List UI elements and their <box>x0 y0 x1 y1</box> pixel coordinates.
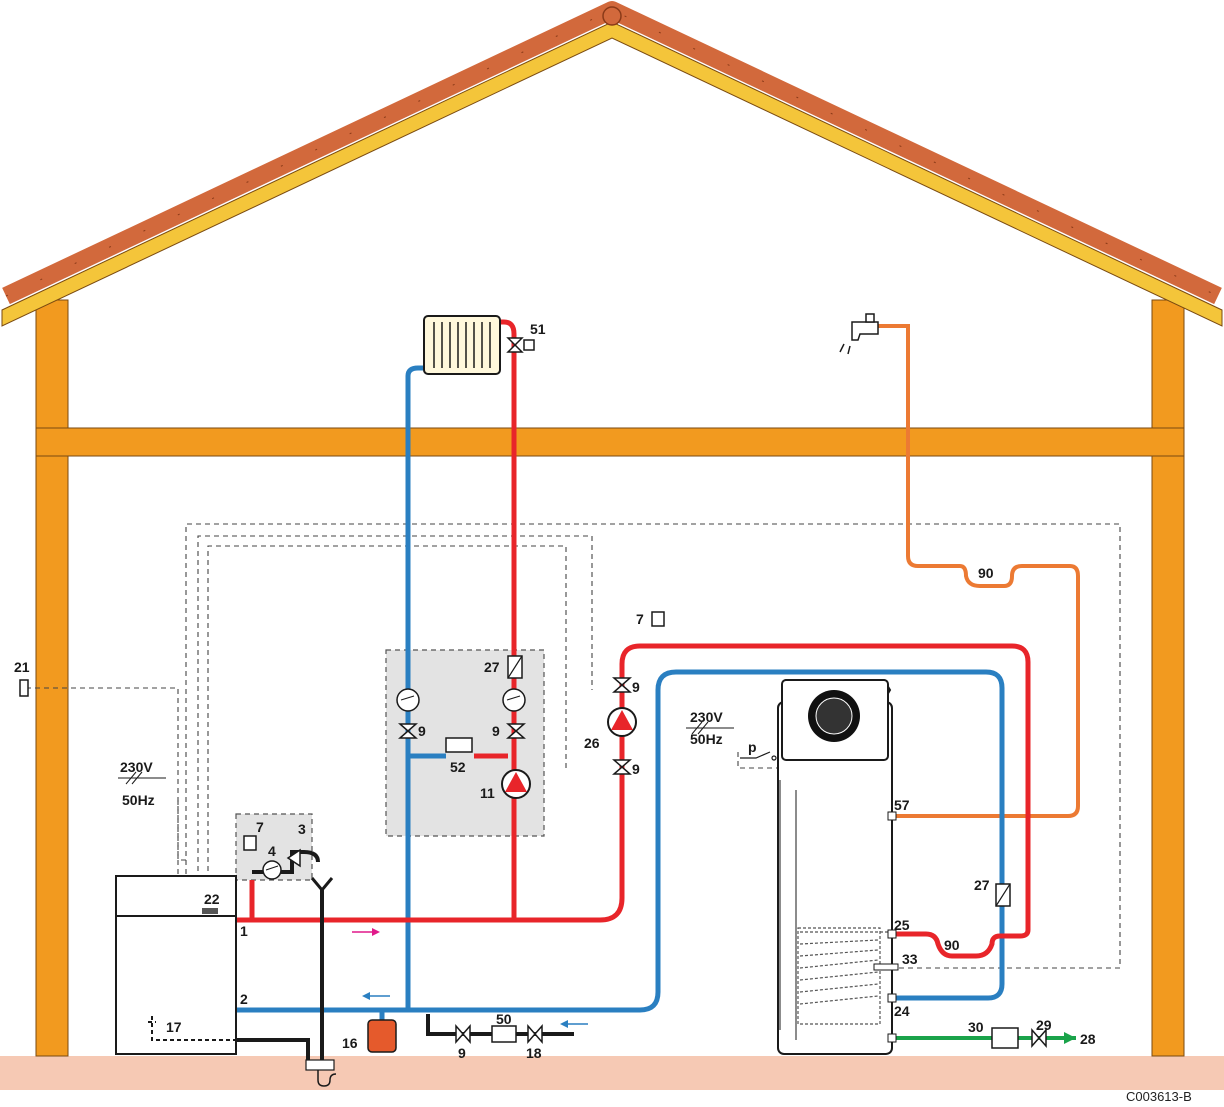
dhw-cylinder <box>777 679 899 1055</box>
thermometer-left <box>396 688 420 712</box>
dhw-pipe <box>878 324 1080 818</box>
label-1: 1 <box>240 923 248 939</box>
heat-exchanger-coil <box>797 927 890 1025</box>
label-26: 26 <box>584 735 600 751</box>
valve-9-left <box>398 723 418 739</box>
port-25 <box>887 929 897 939</box>
component-labels: 230V 50Hz 230V 50Hz p 1 2 3 4 7 7 9 9 9 … <box>14 321 1192 1104</box>
pressure-switch <box>740 751 777 761</box>
label-16: 16 <box>342 1035 358 1051</box>
valve-9-inlet <box>455 1024 471 1044</box>
boiler-control-panel <box>202 908 218 914</box>
label-3: 3 <box>298 821 306 837</box>
label-27-module: 27 <box>484 659 500 675</box>
power-symbol-left <box>118 771 166 785</box>
tundish-funnel <box>310 877 334 893</box>
valve-9-top <box>612 677 632 693</box>
outdoor-sensor-21 <box>19 679 29 697</box>
label-p: p <box>748 739 757 755</box>
pump-26 <box>607 707 637 737</box>
siphon-trap <box>317 1070 337 1087</box>
drain-valve-17 <box>148 1016 236 1041</box>
house-frame <box>35 299 1185 1057</box>
valve-18 <box>527 1024 543 1044</box>
label-33: 33 <box>902 951 918 967</box>
port-57 <box>887 811 897 821</box>
valve-9-right <box>506 723 526 739</box>
label-9-inlet: 9 <box>458 1045 466 1061</box>
air-vent-7-top <box>651 611 665 627</box>
figure-reference: C003613-B <box>1126 1089 1192 1104</box>
label-24: 24 <box>894 1003 910 1019</box>
label-7-top: 7 <box>636 611 644 627</box>
label-18: 18 <box>526 1045 542 1061</box>
valve-51 <box>506 337 524 353</box>
valve-51-head <box>523 339 535 351</box>
label-51: 51 <box>530 321 546 337</box>
port-33 <box>873 963 899 971</box>
bypass-valve-52 <box>445 737 473 753</box>
label-90-dhw: 90 <box>978 565 994 581</box>
tap-icon <box>839 313 879 355</box>
label-9-left: 9 <box>418 723 426 739</box>
label-29: 29 <box>1036 1017 1052 1033</box>
valve-9-bottom <box>612 759 632 775</box>
label-30: 30 <box>968 1019 984 1035</box>
label-11: 11 <box>480 785 495 801</box>
label-25: 25 <box>894 917 910 933</box>
flow-arrows <box>352 928 588 1028</box>
control-wiring <box>26 523 1121 969</box>
label-52: 52 <box>450 759 466 775</box>
label-28: 28 <box>1080 1031 1096 1047</box>
safety-valve-3 <box>286 848 301 868</box>
port-24 <box>887 993 897 1003</box>
label-4: 4 <box>268 843 276 859</box>
label-power-left-v: 230V <box>120 759 153 775</box>
label-power-left-hz: 50Hz <box>122 792 155 808</box>
radiator <box>423 315 501 375</box>
pump-11 <box>501 769 531 799</box>
label-17: 17 <box>166 1019 182 1035</box>
label-50: 50 <box>496 1011 512 1027</box>
port-cold-in <box>887 1033 897 1043</box>
label-9-right: 9 <box>492 723 500 739</box>
return-pipes <box>236 365 1005 1022</box>
thermometer-right <box>502 688 526 712</box>
label-9-top: 9 <box>632 679 640 695</box>
label-power-right-v: 230V <box>690 709 723 725</box>
label-22: 22 <box>204 891 220 907</box>
label-21: 21 <box>14 659 30 675</box>
power-symbol-right <box>686 721 734 735</box>
label-57: 57 <box>894 797 910 813</box>
expansion-vessel-16 <box>367 1019 397 1053</box>
air-vent-7-safety <box>243 835 257 851</box>
label-27-dhw: 27 <box>974 877 990 893</box>
label-7-safety: 7 <box>256 819 264 835</box>
drain-siphon <box>305 1059 335 1071</box>
boiler <box>115 875 237 1055</box>
label-90-primary: 90 <box>944 937 960 953</box>
label-power-right-hz: 50Hz <box>690 731 723 747</box>
valve-29 <box>1031 1028 1047 1048</box>
filter-30 <box>991 1027 1019 1049</box>
backflow-preventer-50 <box>491 1025 517 1043</box>
valves <box>398 337 1047 1048</box>
pressure-gauge <box>262 860 282 880</box>
cold-water-arrow <box>1064 1032 1076 1044</box>
roof <box>1 1 1223 327</box>
flow-pipes <box>236 319 1031 959</box>
label-2: 2 <box>240 991 248 1007</box>
ground-floor <box>0 1056 1224 1090</box>
drain-pipes <box>236 850 574 1060</box>
label-9-bottom: 9 <box>632 761 640 777</box>
